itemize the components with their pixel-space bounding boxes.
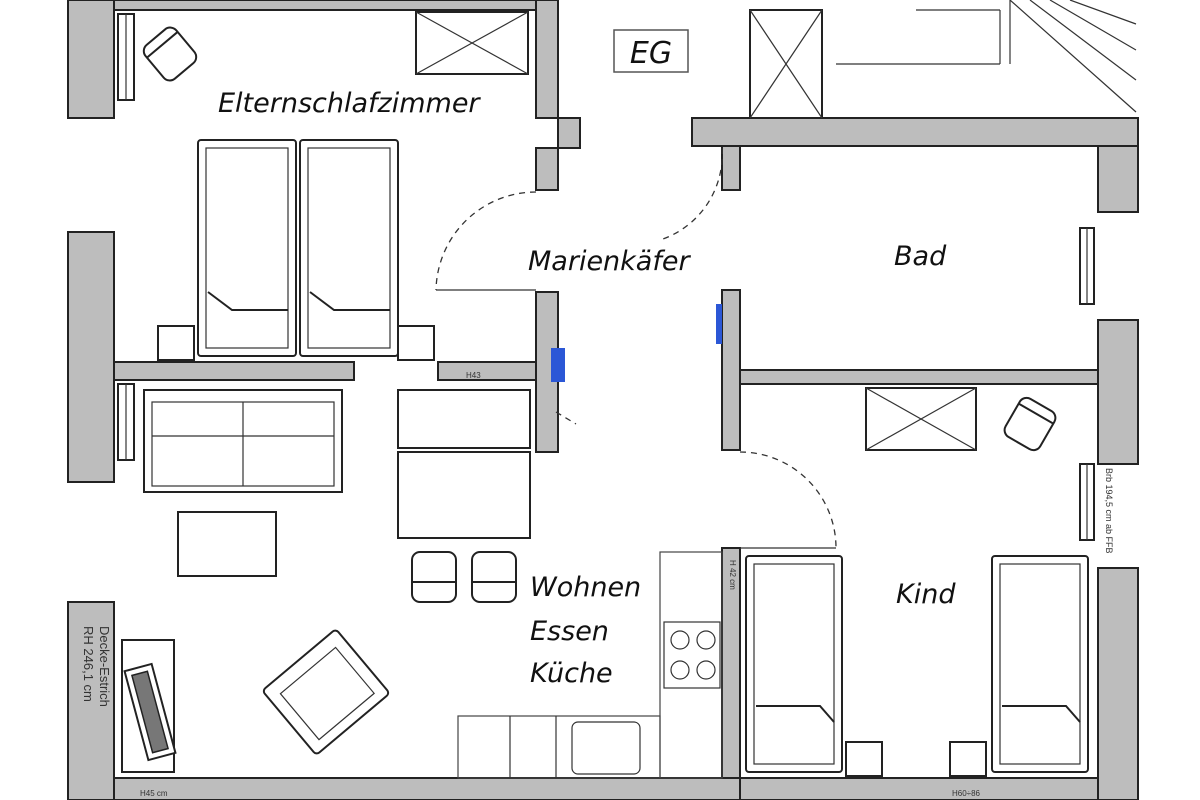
room-label-parents: Elternschlafzimmer (218, 88, 481, 119)
annotation-h60: H60÷86 (952, 789, 981, 798)
room-label-living-1: Wohnen (530, 572, 641, 603)
room-label-living-3: Küche (530, 658, 613, 689)
armchair-icon (262, 629, 390, 755)
annotation-h45: H45 cm (140, 789, 168, 798)
room-label-bath: Bad (894, 241, 947, 272)
staircase (749, 0, 1137, 119)
room-label-hall: Marienkäfer (528, 246, 691, 277)
outer-walls (67, 0, 1139, 800)
chair-icon (411, 551, 457, 603)
kitchen-units (457, 551, 723, 779)
chair-icon (1003, 396, 1057, 452)
windows (117, 13, 1095, 541)
annotation-height-2: Decke-Estrich (97, 626, 112, 707)
chair-icon (471, 551, 517, 603)
annotation-height-1: RH 246,1 cm (81, 626, 96, 702)
blue-markers (551, 304, 722, 382)
interior-walls (113, 145, 1099, 800)
floor-label: EG (630, 36, 672, 71)
tv-stand-icon (123, 662, 177, 762)
child-room-furniture (745, 387, 1089, 777)
floor-label-box: EG (613, 29, 689, 73)
annotation-side-note: Brb 194,5 cm ab FFB (1104, 468, 1114, 554)
chair-icon (142, 26, 198, 82)
living-furniture (121, 389, 531, 773)
doors (435, 147, 837, 549)
annotation-h42: H 42 cm (728, 560, 737, 590)
annotation-h43: H43 (466, 371, 481, 380)
room-label-living-2: Essen (530, 616, 609, 647)
parents-bedroom-furniture (142, 11, 529, 361)
room-label-child: Kind (896, 579, 956, 610)
